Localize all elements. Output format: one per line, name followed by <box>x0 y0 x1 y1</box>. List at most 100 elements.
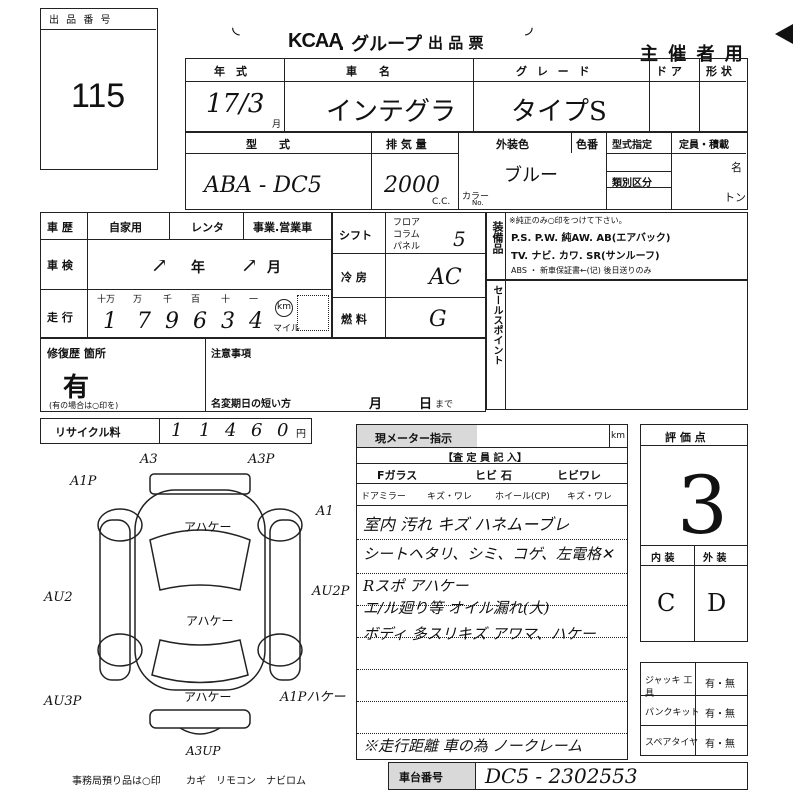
puncture-yes-no: 有・無 <box>705 709 735 720</box>
mirror-value: キズ・ワレ <box>427 492 473 502</box>
mileage-extra-box <box>297 295 329 331</box>
sheet-title: 出 品 票 <box>428 34 484 52</box>
organizer-label: 主 催 者 用 <box>640 44 745 65</box>
cc-unit: C.C. <box>432 197 451 207</box>
group-label: . グループ <box>338 34 423 55</box>
chassis-label: 車台番号 <box>399 771 443 784</box>
chip-label: ヒビ 石 <box>475 469 512 482</box>
meter-km: km <box>611 431 625 441</box>
crack-label: ヒビワレ <box>557 469 601 482</box>
jack-yes-no: 有・無 <box>705 679 735 690</box>
footer-note: ※走行距離 車の為 ノークレーム <box>363 737 583 755</box>
diagram-mark-au3p: AU3P <box>44 694 82 709</box>
mile-unit: マイル <box>273 324 301 334</box>
corner-mark-left: ◟ <box>232 14 240 38</box>
diagram-mark-a1: A1 <box>316 504 334 519</box>
grade-value: タイプS <box>511 97 607 127</box>
equipment-block: 装備品 ※純正のみ○印をつけて下さい。 P.S. P.W. 純AW. AB(エア… <box>486 212 748 280</box>
meter-label: 現メーター指示 <box>375 432 452 445</box>
inspection-year-unit: 年 <box>191 260 205 276</box>
mileage-digit-2: 9 <box>165 309 179 334</box>
diagram-mark-a1p: A1P <box>70 474 97 489</box>
office-items: カギ リモコン ナビロム <box>186 776 306 787</box>
shift-column: コラム <box>393 230 420 240</box>
mileage-digit-5: 4 <box>249 309 263 334</box>
equipment-label: 装備品 <box>491 221 504 254</box>
type-designation-label: 型式指定 <box>612 140 652 151</box>
color-number-label: 色番 <box>576 138 598 151</box>
tons-unit: トン <box>724 191 746 204</box>
displacement-value: 2000 <box>384 173 440 198</box>
grade-label: グ レ ー ド <box>516 65 593 78</box>
diagram-mark-roof: アハケー <box>184 520 232 534</box>
year-value: 17/3 <box>206 89 265 119</box>
inspection-label: 車 検 <box>47 259 73 272</box>
name-change-label: 名変期日の短い方 <box>211 399 291 410</box>
diagram-mark-au2: AU2 <box>44 590 73 605</box>
fglass-label: Fガラス <box>377 469 418 482</box>
puncture-label: パンクキット <box>645 708 700 718</box>
private-use: 自家用 <box>109 221 142 234</box>
note-line-1: 室内 汚れ キズ ハネムーブレ <box>363 515 570 534</box>
recycle-unit: 円 <box>296 429 306 440</box>
chassis-block: 車台番号 DC5 - 2302553 <box>388 762 748 790</box>
digit-label-5: 一 <box>249 295 259 305</box>
persons-unit: 名 <box>731 161 742 174</box>
inspector-block: 現メーター指示 km 【査 定 員 記 入】 Fガラス ヒビ 石 ヒビワレ ドア… <box>356 424 628 760</box>
interior-label: 内 装 <box>651 553 675 564</box>
spare-label: スペアタイヤ <box>645 738 699 748</box>
mileage-digit-1: 7 <box>137 309 151 334</box>
repair-label: 修復歴 箇所 <box>47 347 106 360</box>
year-label: 年 式 <box>214 65 247 78</box>
equipment-line-1: P.S. P.W. 純AW. AB(エアバック) <box>511 233 671 244</box>
history-block: 車 歴 自家用 レンタ 事業.営業車 車 検 ↗ 年 ↗ 月 走 行 十万 万 … <box>40 212 332 338</box>
tools-block: ジャッキ 工 具 有・無 パンクキット 有・無 スペアタイヤ 有・無 <box>640 662 748 756</box>
note-line-5: ボディ 多スリキズ アワマ、ハケー <box>363 625 596 643</box>
model-label: 型 式 <box>246 138 290 151</box>
car-name-value: インテグラ <box>326 97 457 127</box>
color-change-label: カラー <box>462 192 490 202</box>
repair-note: (有の場合は○印を) <box>49 401 119 410</box>
inspection-arrow: ↗ <box>151 253 168 277</box>
history-label: 車 歴 <box>47 221 73 234</box>
jack-label: ジャッキ 工 具 <box>645 676 693 699</box>
recycle-digit-3: 6 <box>251 420 263 441</box>
repair-block: 修復歴 箇所 有 (有の場合は○印を) 注意事項 名変期日の短い方 月 日 まで <box>40 338 486 412</box>
car-diagram <box>97 473 303 735</box>
diagram-mark-au2p: AU2P <box>312 584 350 599</box>
km-circle <box>275 299 293 317</box>
shift-panel: パネル <box>393 242 421 252</box>
mileage-digit-4: 3 <box>221 309 235 334</box>
equipment-note: ※純正のみ○印をつけて下さい。 <box>509 216 627 225</box>
capacity-label: 定員・積載 <box>679 140 729 151</box>
color-label: 外装色 <box>496 138 529 151</box>
business-use: 事業.営業車 <box>253 221 313 234</box>
inspector-heading: 【査 定 員 記 入】 <box>443 453 527 464</box>
digit-label-0: 十万 <box>97 295 116 305</box>
year-unit: 月 <box>272 120 282 130</box>
mileage-label: 走 行 <box>47 311 73 324</box>
recycle-digit-4: 0 <box>277 420 289 441</box>
ac-label: 冷 房 <box>341 271 367 284</box>
ac-value: AC <box>429 265 462 290</box>
rating-score: 3 <box>677 459 728 552</box>
model-value: ABA - DC5 <box>204 173 322 198</box>
chassis-value: DC5 - 2302553 <box>485 764 638 788</box>
equipment-line-2: TV. ナビ. カワ. SR(サンルーフ) <box>511 251 660 262</box>
spare-yes-no: 有・無 <box>705 739 735 750</box>
color-value: ブルー <box>504 165 558 186</box>
diagram-mark-a3p: A3P <box>248 452 275 467</box>
wheel-label: ホイール(CP) <box>495 492 550 502</box>
mileage-digit-3: 6 <box>193 309 207 334</box>
color-change-no: No. <box>472 199 484 207</box>
km-unit: km <box>277 302 291 312</box>
repair-value: 有 <box>63 373 90 403</box>
corner-mark-right: ◞ <box>525 14 533 38</box>
digit-label-3: 百 <box>191 295 201 305</box>
row1: 年 式 車 名 グ レ ー ド ド ア 形 状 17/3 月 インテグラ タイプ… <box>185 58 748 132</box>
note-line-3: Rスポ アハケー <box>363 577 469 595</box>
recycle-digit-0: 1 <box>171 420 183 441</box>
mileage-digit-0: 1 <box>103 309 117 334</box>
caution-label: 注意事項 <box>211 349 251 360</box>
wheel-value: キズ・ワレ <box>567 492 613 502</box>
